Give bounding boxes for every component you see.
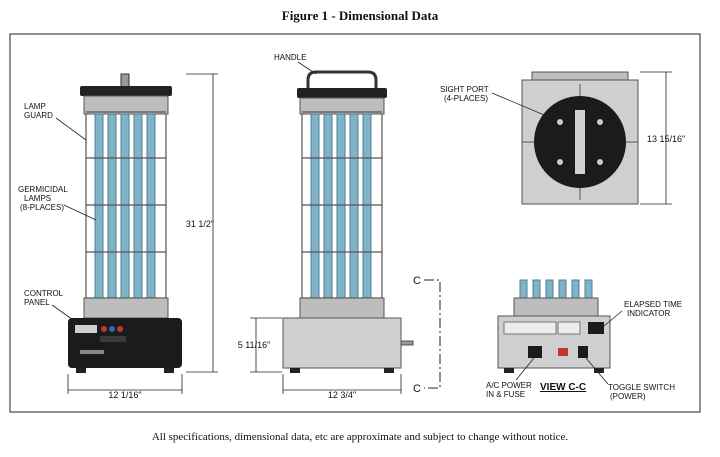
label-elapsed-time-1: ELAPSED TIME: [624, 300, 682, 309]
label-toggle-switch-1: TOGGLE SWITCH: [608, 383, 675, 392]
front-top-cap: [80, 86, 172, 96]
label-lamp-guard-1: LAMP: [24, 102, 46, 111]
sight-port-1: [557, 119, 563, 125]
leader-control-panel: [51, 304, 77, 323]
top-center-bar: [575, 110, 585, 174]
label-control-panel-1: CONTROL: [24, 289, 64, 298]
leader-germicidal: [63, 204, 97, 221]
sight-port-2: [597, 119, 603, 125]
panel-red-indicator: [101, 326, 107, 332]
front-lower-collar: [83, 297, 169, 319]
label-ac-power-2: IN & FUSE: [486, 390, 525, 399]
dim-top-depth-text: 13 15/16": [647, 134, 685, 144]
label-sight-port-1: SIGHT PORT: [440, 85, 489, 94]
rear-foot-left: [504, 368, 514, 373]
elapsed-time-meter: [588, 322, 604, 334]
side-top-cap: [297, 88, 387, 98]
front-foot-right: [164, 368, 174, 373]
side-view: [282, 70, 414, 373]
dim-base-height: [250, 317, 282, 373]
rear-lamps: [519, 279, 593, 301]
figure-title: Figure 1 - Dimensional Data: [282, 8, 439, 23]
top-view: [521, 71, 639, 205]
side-lamps: [310, 113, 372, 301]
rear-collar: [513, 297, 599, 317]
dim-top-depth: [640, 71, 672, 205]
label-elapsed-time-2: INDICATOR: [627, 309, 670, 318]
label-sight-port-2: (4-PLACES): [444, 94, 488, 103]
leader-elapsed-time: [603, 310, 623, 327]
leader-ac-power: [515, 357, 535, 381]
leader-lamp-guard: [55, 117, 87, 141]
front-lamp-guard: [85, 111, 167, 300]
label-germicidal-2: LAMPS: [24, 194, 51, 203]
side-base: [282, 317, 402, 369]
section-line: [424, 279, 441, 389]
section-mark-top: C: [413, 275, 421, 287]
side-plug: [400, 340, 414, 346]
leader-toggle-switch: [585, 357, 609, 385]
warning-label: [558, 348, 568, 356]
top-guard-ties: [522, 84, 638, 200]
panel-logo: [80, 350, 104, 354]
footer-disclaimer: All specifications, dimensional data, et…: [152, 431, 569, 443]
side-foot-right: [384, 368, 394, 373]
dim-side-width-text: 12 3/4": [328, 390, 356, 400]
label-ac-power-1: A/C POWER: [486, 381, 532, 390]
side-lower-collar: [299, 297, 385, 319]
front-view: [68, 73, 182, 373]
view-cc-label: VIEW C-C: [540, 382, 586, 393]
ac-power-inlet: [528, 346, 542, 358]
dim-base-height-text: 5 11/16": [238, 340, 271, 350]
label-handle: HANDLE: [274, 53, 306, 62]
front-foot-left: [76, 368, 86, 373]
dim-front-width-text: 12 1/16": [108, 390, 141, 400]
leader-handle: [297, 61, 317, 75]
side-handle: [306, 70, 378, 92]
label-toggle-switch-2: (POWER): [610, 392, 646, 401]
section-mark-bottom: C: [413, 383, 421, 395]
rear-label-plate-2: [557, 321, 581, 335]
panel-keypad: [100, 336, 126, 342]
front-top-collar: [83, 95, 169, 115]
sight-port-4: [597, 159, 603, 165]
front-lamps: [94, 113, 156, 301]
dim-front-width: [67, 374, 183, 394]
panel-red-indicator-2: [117, 326, 123, 332]
rear-label-plate: [503, 321, 557, 335]
top-handle-bar: [531, 71, 629, 81]
label-germicidal-1: GERMICIDAL: [18, 185, 68, 194]
label-lamp-guard-2: GUARD: [24, 111, 53, 120]
drawing-border: [9, 33, 701, 413]
panel-display: [75, 325, 97, 333]
rear-foot-right: [594, 368, 604, 373]
dim-height: [186, 73, 218, 373]
toggle-switch: [578, 346, 588, 358]
leader-sight-port: [491, 92, 557, 121]
rear-view: [497, 279, 611, 373]
side-foot-left: [290, 368, 300, 373]
label-germicidal-3: (8-PLACES): [20, 203, 64, 212]
sight-port-3: [557, 159, 563, 165]
label-control-panel-2: PANEL: [24, 298, 50, 307]
front-top-knob: [120, 73, 130, 89]
dim-side-width: [282, 374, 402, 394]
panel-blue-indicator: [109, 326, 115, 332]
dim-height-text: 31 1/2": [186, 219, 214, 229]
